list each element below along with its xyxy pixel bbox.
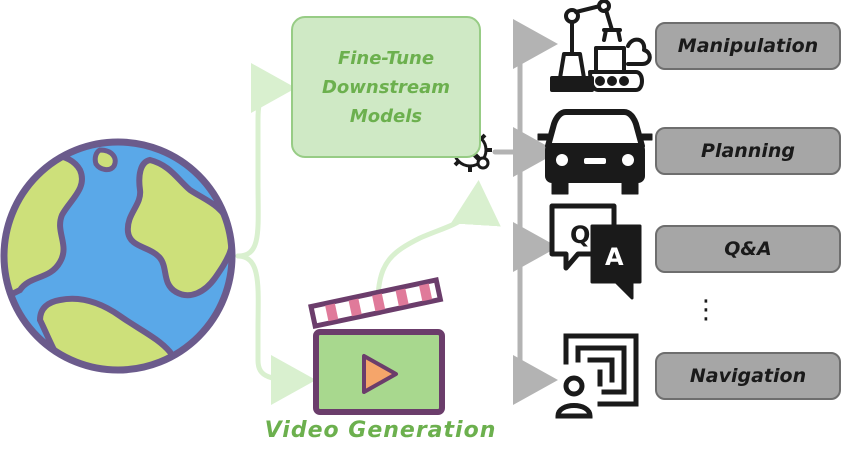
finetune-line-2: Downstream bbox=[321, 76, 451, 98]
task-label: Planning bbox=[701, 140, 795, 162]
finetune-line-3: Models bbox=[349, 105, 423, 127]
robot-arm-icon bbox=[550, 0, 652, 92]
play-icon bbox=[362, 354, 398, 394]
task-label: Navigation bbox=[689, 365, 807, 387]
grey-trunk bbox=[517, 41, 548, 65]
arrow-earth-to-finetune bbox=[235, 63, 296, 259]
finetune-node: Fine-Tune Downstream Models bbox=[291, 16, 481, 158]
qa-bubbles-icon: Q A bbox=[549, 203, 642, 300]
earth-icon bbox=[0, 138, 236, 374]
arrow-earth-to-video bbox=[235, 253, 316, 405]
task-label: Q&A bbox=[724, 238, 772, 260]
task-manipulation: Manipulation bbox=[655, 22, 841, 70]
qa-q-letter: Q bbox=[570, 221, 590, 249]
green-arrows bbox=[235, 63, 501, 405]
task-planning: Planning bbox=[655, 127, 841, 175]
grey-trunk-vertical bbox=[517, 59, 549, 383]
qa-a-letter: A bbox=[605, 243, 624, 271]
maze-person-icon bbox=[555, 333, 639, 419]
finetune-line-1: Fine-Tune bbox=[337, 47, 435, 69]
video-generation-label: Video Generation bbox=[264, 418, 497, 443]
task-qa: Q&A bbox=[655, 225, 841, 273]
car-icon bbox=[537, 109, 653, 195]
task-navigation: Navigation bbox=[655, 352, 841, 400]
arrow-video-to-tool bbox=[375, 180, 501, 299]
grey-arrows bbox=[492, 19, 558, 405]
clapperboard-icon bbox=[308, 276, 445, 415]
task-label: Manipulation bbox=[677, 35, 819, 57]
ellipsis: ⋮ bbox=[693, 295, 719, 325]
